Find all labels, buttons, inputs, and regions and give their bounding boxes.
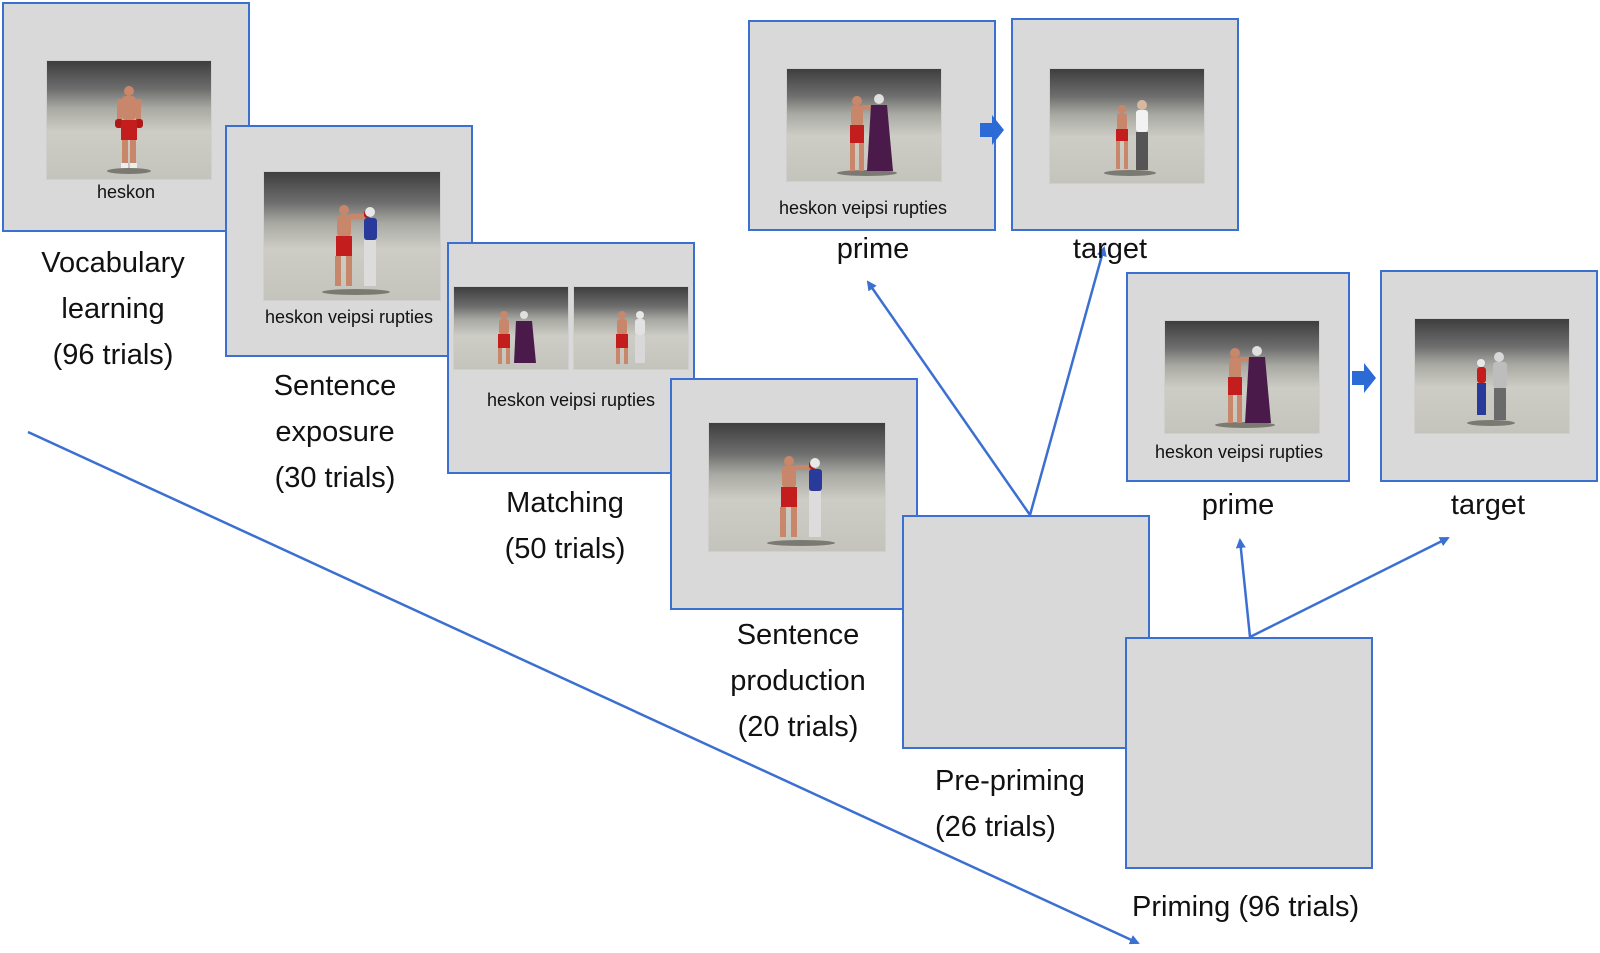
prepriming-target-panel [1011, 18, 1239, 231]
exposure-caption: heskon veipsi rupties [264, 307, 434, 327]
prepriming-label: Pre-priming (26 trials) [935, 758, 1085, 850]
label-line: Priming (96 trials) [1132, 891, 1360, 923]
production-panel [670, 378, 918, 610]
scene-image-left [453, 286, 569, 370]
scene-image [786, 68, 942, 182]
label-line: (50 trials) [504, 533, 626, 565]
label-line: Sentence [736, 619, 860, 651]
scene-image [46, 60, 212, 180]
priming-label: Priming (96 trials) [1132, 884, 1359, 930]
vocabulary-label: Vocabulary learning (96 trials) [8, 240, 218, 378]
scene-image [1164, 320, 1320, 434]
label-line: (20 trials) [737, 711, 859, 743]
priming-prime-panel: heskon veipsi rupties [1126, 272, 1350, 482]
scene-image [708, 422, 886, 552]
label-line: Matching [506, 487, 624, 519]
label-line: learning [61, 293, 165, 325]
matching-label: Matching (50 trials) [460, 480, 670, 572]
label-line: Sentence [273, 370, 397, 402]
exposure-label: Sentence exposure (30 trials) [230, 363, 440, 501]
scene-image [1049, 68, 1205, 184]
exposure-panel: heskon veipsi rupties [225, 125, 473, 357]
priming-panel [1125, 637, 1373, 869]
vocabulary-panel: heskon [2, 2, 250, 232]
right-arrow-icon [980, 115, 1004, 145]
prepriming-prime-caption: heskon veipsi rupties [778, 198, 948, 218]
prepriming-to-target-arrow [1028, 246, 1107, 516]
priming-to-target-arrow [1249, 536, 1450, 639]
matching-caption: heskon veipsi rupties [486, 390, 656, 410]
scene-image [1414, 318, 1570, 434]
label-line: production [730, 665, 866, 697]
priming-to-prime-arrow [1235, 538, 1252, 638]
prepriming-panel [902, 515, 1150, 749]
label-line: exposure [275, 416, 395, 448]
vocabulary-caption: heskon [96, 182, 156, 202]
production-label: Sentence production (20 trials) [688, 612, 908, 750]
label-line: (30 trials) [274, 462, 396, 494]
scene-image-right [573, 286, 689, 370]
label-line: Vocabulary [41, 247, 185, 279]
prepriming-prime-panel: heskon veipsi rupties [748, 20, 996, 231]
label-line: (26 trials) [935, 811, 1056, 843]
prepriming-target-label: target [1072, 233, 1148, 265]
priming-prime-caption: heskon veipsi rupties [1154, 442, 1324, 462]
prepriming-prime-label: prime [836, 233, 910, 265]
priming-target-panel [1380, 270, 1598, 482]
right-arrow-icon [1352, 363, 1376, 393]
label-line: (96 trials) [52, 339, 174, 371]
priming-prime-label: prime [1201, 489, 1275, 521]
scene-image [263, 171, 441, 301]
matching-panel: heskon veipsi rupties [447, 242, 695, 474]
label-line: Pre-priming [935, 765, 1085, 797]
priming-target-label: target [1450, 489, 1526, 521]
